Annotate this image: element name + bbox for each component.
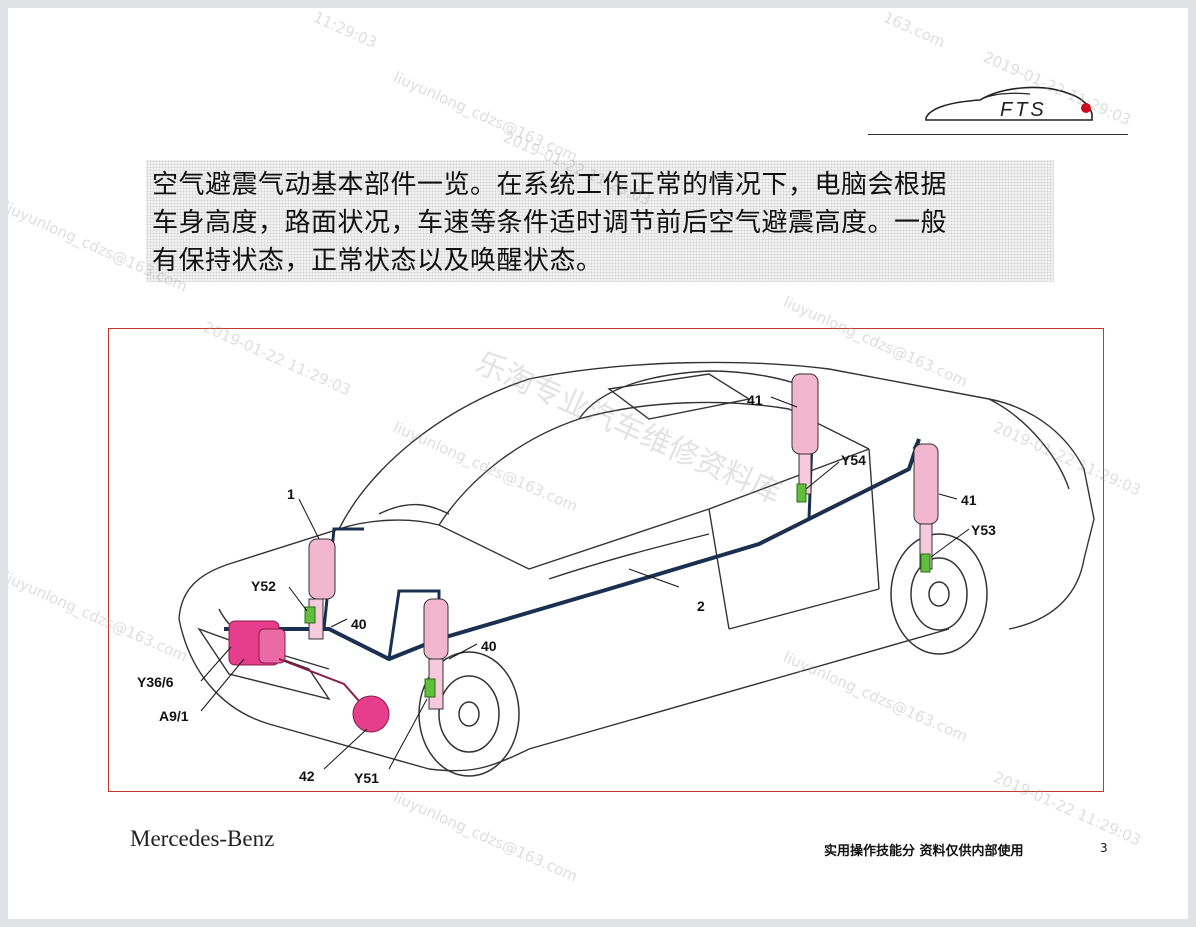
footer-note: 实用操作技能分 资料仅供内部使用 <box>824 844 1024 859</box>
logo-text: FTS <box>1000 99 1047 121</box>
label-a9-1: A9/1 <box>159 708 189 724</box>
valves <box>304 483 931 698</box>
label-40-front-left: 40 <box>351 616 367 632</box>
compressor-unit <box>228 620 390 733</box>
label-42: 42 <box>299 768 315 784</box>
wheels <box>418 533 988 777</box>
air-suspension-diagram: 1 Y52 40 40 Y36/6 A9/1 42 Y51 2 41 Y54 4… <box>108 328 1104 792</box>
fts-logo: FTS <box>925 86 1093 121</box>
label-1: 1 <box>287 486 295 502</box>
label-41-rear-right: 41 <box>961 492 977 508</box>
label-41-rear-left: 41 <box>747 392 763 408</box>
description-box: 空气避震气动基本部件一览。在系统工作正常的情况下，电脑会根据 车身高度，路面状况… <box>146 160 1054 282</box>
label-y52: Y52 <box>251 578 276 594</box>
slide: FTS 空气避震气动基本部件一览。在系统工作正常的情况下，电脑会根据 车身高度，… <box>8 8 1188 919</box>
label-y54: Y54 <box>841 452 866 468</box>
struts <box>308 373 939 710</box>
label-y36-6: Y36/6 <box>137 674 174 690</box>
leader-lines <box>200 396 970 770</box>
label-y53: Y53 <box>971 522 996 538</box>
watermark-email-7: liuyunlong_cdzs@163.com <box>390 788 581 886</box>
label-2: 2 <box>697 598 705 614</box>
label-40-front-right: 40 <box>481 638 497 654</box>
watermark-domain: 163.com <box>880 8 948 52</box>
label-y51: Y51 <box>354 770 379 786</box>
car-illustration: 1 Y52 40 40 Y36/6 A9/1 42 Y51 2 41 Y54 4… <box>137 361 1095 786</box>
air-line <box>224 438 921 662</box>
logo-underline <box>868 134 1128 135</box>
description-line-1: 空气避震气动基本部件一览。在系统工作正常的情况下，电脑会根据 <box>152 170 948 200</box>
brand-name: Mercedes-Benz <box>130 826 275 851</box>
watermark-time: 11:29:03 <box>310 8 380 52</box>
watermark-email-1: liuyunlong_cdzs@163.com <box>390 68 581 166</box>
description-line-3: 有保持状态，正常状态以及唤醒状态。 <box>152 246 603 276</box>
page-number: 3 <box>1100 841 1108 855</box>
description-line-2: 车身高度，路面状况，车速等条件适时调节前后空气避震高度。一般 <box>152 208 948 238</box>
